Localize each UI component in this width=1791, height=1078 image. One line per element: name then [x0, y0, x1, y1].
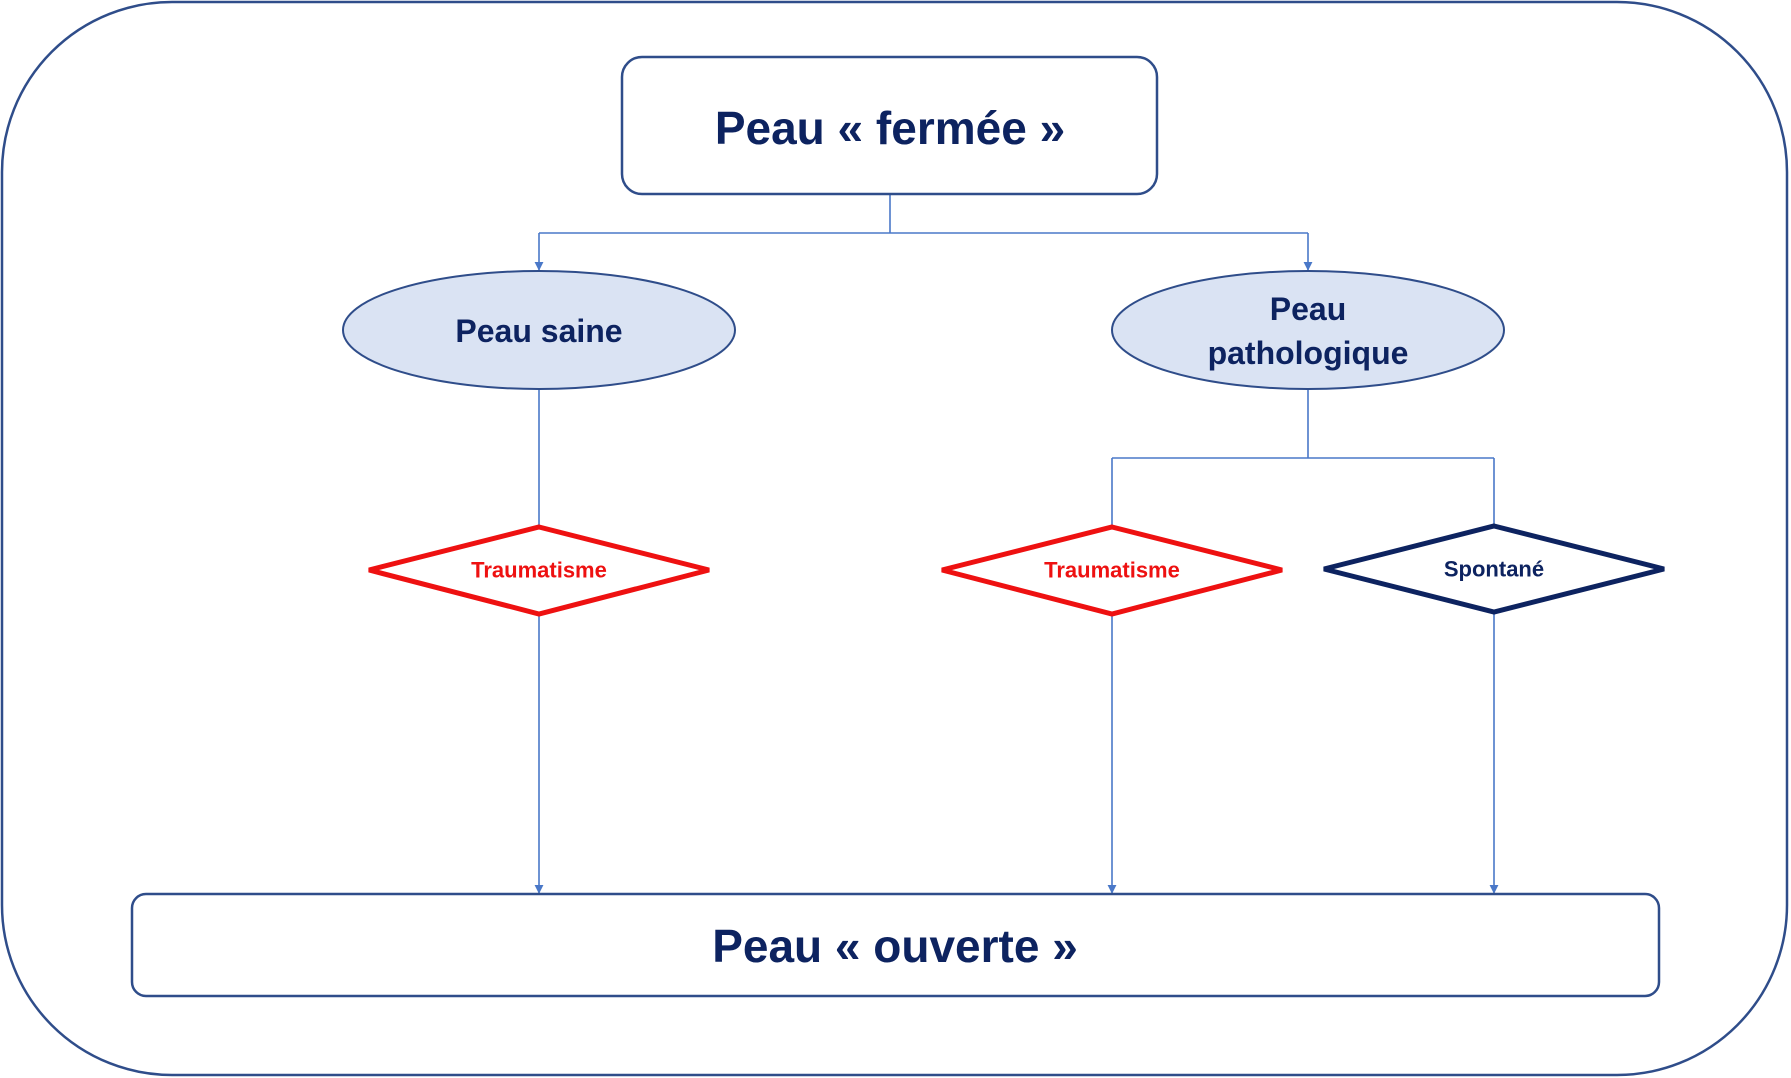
spontane-label: Spontané: [1444, 557, 1544, 582]
connectors: [534, 195, 1499, 894]
peau-fermee-node[interactable]: Peau « fermée »: [620, 55, 1159, 196]
traumatisme-left-diamond: [368, 524, 710, 617]
traumatisme-middle-label: Traumatisme: [1044, 558, 1180, 583]
traumatisme-middle-node[interactable]: Traumatisme: [941, 524, 1283, 617]
peau-ouverte-node[interactable]: Peau « ouverte »: [130, 892, 1661, 998]
peau-pathologique-ellipse: [1111, 270, 1505, 390]
peau-ouverte-label: Peau « ouverte »: [712, 920, 1078, 972]
traumatisme-left-node[interactable]: Traumatisme: [368, 524, 710, 617]
traumatisme-left-label: Traumatisme: [471, 558, 607, 583]
peau-pathologique-node[interactable]: Peau pathologique: [1111, 270, 1505, 390]
peau-fermee-box: [620, 55, 1159, 196]
spontane-diamond: [1323, 523, 1665, 615]
peau-saine-node[interactable]: Peau saine: [342, 270, 736, 390]
spontane-node[interactable]: Spontané: [1323, 523, 1665, 615]
connector-top-split: [539, 195, 1308, 234]
peau-saine-ellipse: [342, 270, 736, 390]
peau-ouverte-box: [130, 892, 1661, 998]
peau-pathologique-label-line1: Peau: [1270, 291, 1346, 327]
peau-fermee-label: Peau « fermée »: [715, 102, 1065, 154]
peau-pathologique-label-line2: pathologique: [1208, 335, 1409, 371]
connector-pathologique-split: [1111, 390, 1495, 527]
traumatisme-middle-diamond: [941, 524, 1283, 617]
peau-saine-label: Peau saine: [455, 313, 622, 349]
